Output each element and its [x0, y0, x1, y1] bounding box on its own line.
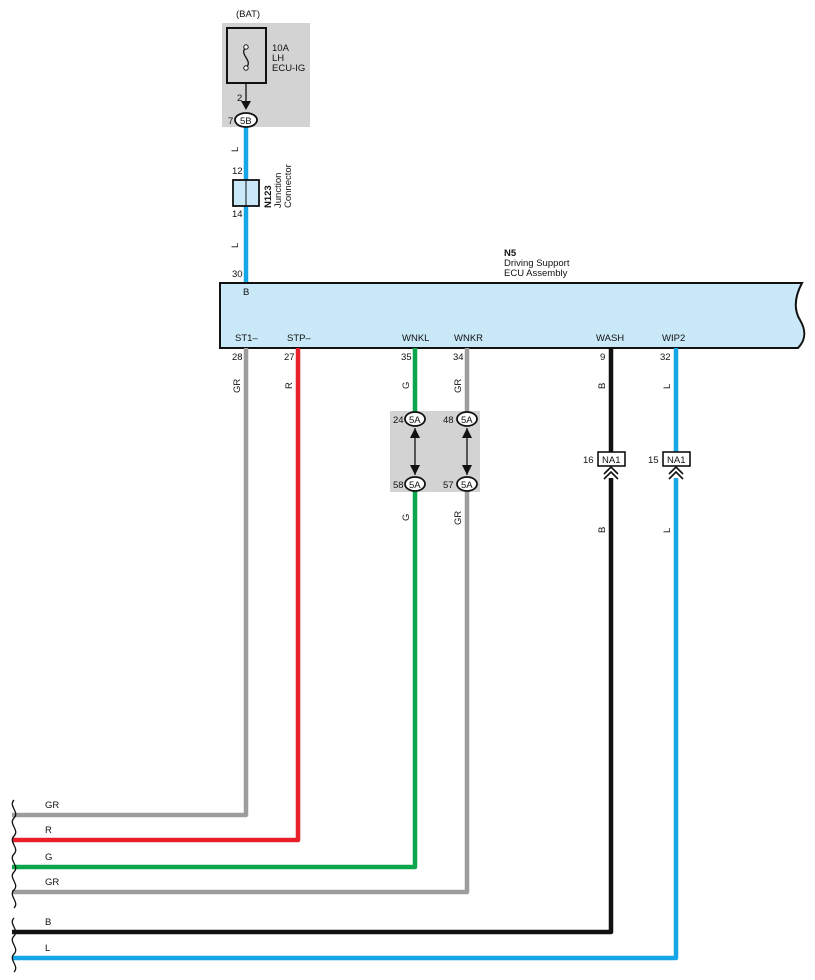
ecu-name-1: Driving Support	[504, 258, 570, 269]
conn-5a-badge-bl	[404, 476, 426, 492]
fuse-name-2: ECU-IG	[272, 63, 305, 74]
ecu-name-2: ECU Assembly	[504, 268, 568, 279]
chevron-up-icon	[603, 465, 619, 480]
color-wip-below: L	[662, 528, 673, 533]
conn-5b-pin: 7	[228, 116, 233, 127]
color-wnkl-below: G	[401, 514, 412, 521]
wire-wnkl-lower	[12, 484, 418, 870]
color-st1: GR	[232, 379, 243, 393]
arrow-down-icon	[462, 465, 472, 475]
terminal-pin-wip2: 32	[660, 352, 671, 363]
conn-na1-id-wash: NA1	[602, 455, 620, 466]
arrow-up-icon	[410, 428, 420, 438]
terminal-pin-wash: 9	[600, 352, 605, 363]
terminal-name-wnkr: WNKR	[454, 333, 483, 344]
junction-name-1: Junction	[273, 173, 284, 208]
bottom-label-b: B	[45, 917, 51, 928]
ecu-code: N5	[504, 248, 517, 259]
conn-5a-pin-tr: 48	[443, 415, 454, 426]
terminal-pin-st1: 28	[232, 352, 243, 363]
conn-5a-badge-tr	[456, 411, 478, 427]
conn-5a-id-bl: 5A	[409, 480, 421, 491]
color-wnkr-below: GR	[453, 511, 464, 525]
terminal-name-st1: ST1–	[235, 333, 258, 344]
conn-5a-badge-br	[456, 476, 478, 492]
terminal-pin-stp: 27	[284, 352, 295, 363]
conn-na1-pin-wash: 16	[583, 455, 594, 466]
wire-wnkr-lower	[12, 484, 470, 895]
junction-pin-bottom: 14	[232, 209, 243, 220]
ecu-input-pin: 30	[232, 269, 243, 280]
conn-5a-pin-tl: 24	[393, 415, 404, 426]
junction-name-2: Connector	[283, 164, 294, 208]
conn-5b-id: 5B	[240, 116, 252, 127]
fuse-pin: 2	[237, 93, 242, 104]
arrow-down-icon	[410, 465, 420, 475]
chevron-up-icon	[668, 465, 684, 480]
bottom-label-l: L	[45, 943, 50, 954]
bat-label: (BAT)	[236, 9, 260, 20]
conn-na1-pin-wip: 15	[648, 455, 659, 466]
supply-color-1: L	[230, 147, 241, 152]
terminal-name-wash: WASH	[596, 333, 624, 344]
color-wnkr: GR	[453, 379, 464, 393]
wire-wip2-lower	[12, 478, 679, 961]
conn-na1-id-wip: NA1	[667, 455, 685, 466]
break-mark-icon	[11, 799, 17, 909]
ecu-box	[219, 282, 806, 349]
arrow-up-icon	[462, 428, 472, 438]
color-wash-below: B	[597, 527, 608, 533]
wire-wash-lower	[12, 478, 614, 935]
conn-5b-badge	[234, 112, 258, 128]
terminal-name-wnkl: WNKL	[402, 333, 429, 344]
supply-color-2: L	[230, 243, 241, 248]
terminal-name-wip2: WIP2	[662, 333, 685, 344]
color-wash: B	[597, 383, 608, 389]
wire-st1	[12, 348, 249, 818]
bottom-label-g: G	[45, 852, 52, 863]
fuse-terminal-top	[243, 44, 249, 50]
conn-na1-box-wash	[597, 451, 626, 467]
fuse-arrow-icon	[241, 101, 251, 110]
fuse-name-1: LH	[272, 53, 284, 64]
color-stp: R	[284, 382, 295, 389]
bottom-label-gr-2: GR	[45, 877, 59, 888]
wire-stp	[12, 348, 301, 843]
terminal-pin-wnkl: 35	[401, 352, 412, 363]
conn-5a-pin-br: 57	[443, 480, 454, 491]
conn-5a-id-tl: 5A	[409, 415, 421, 426]
terminal-name-stp: STP–	[287, 333, 311, 344]
conn-5a-id-tr: 5A	[461, 415, 473, 426]
conn-5a-pin-bl: 58	[393, 480, 404, 491]
break-mark-icon	[11, 917, 17, 973]
color-wnkl: G	[401, 382, 412, 389]
fuse-terminal-bottom	[243, 65, 249, 71]
conn-5a-badge-tl	[404, 411, 426, 427]
bottom-label-r: R	[45, 825, 52, 836]
junction-code: N123	[263, 185, 274, 208]
color-wip2: L	[662, 384, 673, 389]
conn-na1-box-wip	[662, 451, 691, 467]
fuse-amp: 10A	[272, 43, 290, 54]
conn-5a-id-br: 5A	[461, 480, 473, 491]
bottom-label-gr-1: GR	[45, 800, 59, 811]
terminal-pin-wnkr: 34	[453, 352, 464, 363]
junction-pin-top: 12	[232, 166, 243, 177]
ecu-input-conn: B	[243, 287, 249, 298]
